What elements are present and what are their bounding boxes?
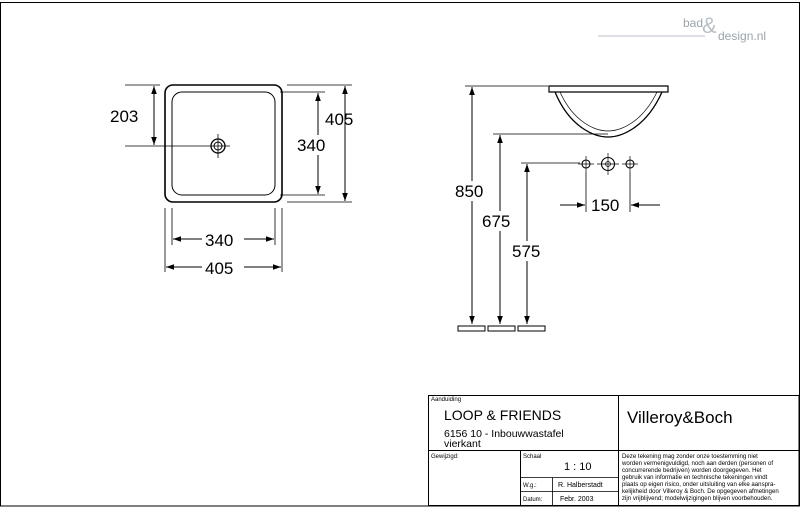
- tap-connection-left-icon: [578, 156, 594, 172]
- aanduiding-label: Aanduiding: [431, 397, 461, 403]
- title-block: Aanduiding LOOP & FRIENDS 6156 10 - Inbo…: [428, 395, 800, 506]
- tap-connection-right-icon: [622, 156, 638, 172]
- drain-icon: [206, 134, 230, 158]
- watermark-logo: bad & design.nl: [598, 13, 766, 43]
- disclaimer-text: Deze tekening mag zonder onze toestemmin…: [621, 453, 779, 502]
- product-variant: vierkant: [444, 438, 481, 450]
- dim-label-675: 675: [482, 212, 510, 231]
- gewijzigd-label: Gewijzigd:: [431, 454, 459, 460]
- author-name: R. Halberstadt: [558, 482, 603, 489]
- dim-label-575: 575: [512, 242, 540, 261]
- dim-label-850: 850: [455, 182, 483, 201]
- dim-label-340-vertical: 340: [297, 136, 325, 155]
- floor-plate-middle: [487, 325, 516, 332]
- datum-label: Datum:: [523, 497, 543, 503]
- wg-label: W.g.:: [523, 483, 537, 489]
- floor-plate-left: [457, 325, 486, 332]
- disclaimer-line: zijn vrijblijvend; modelwijzigingen blij…: [622, 495, 773, 502]
- dim-label-203: 203: [110, 107, 138, 126]
- disclaimer-line: Deze tekening mag zonder onze toestemmin…: [622, 453, 758, 460]
- basin-outer-outline: [164, 84, 283, 203]
- basin-side-profile: [548, 85, 669, 138]
- basin-inner-outline: [171, 91, 276, 196]
- brand-name: Villeroy&Boch: [627, 408, 733, 427]
- watermark-ampersand: &: [702, 13, 717, 38]
- disclaimer-line: plaats op eigen risico, onder uitsluitin…: [622, 481, 775, 488]
- drawing-date: Febr. 2003: [560, 496, 594, 503]
- dim-label-405-horizontal: 405: [205, 259, 233, 278]
- top-view: 203 340 405 340 405: [110, 84, 353, 278]
- schaal-label: Schaal: [523, 454, 541, 460]
- watermark-part1: bad: [683, 16, 703, 30]
- tap-connection-center-icon: [597, 153, 619, 175]
- watermark-part2: design.nl: [718, 29, 766, 43]
- product-code-line: 6156 10 - Inbouwwastafel: [444, 428, 564, 440]
- floor-plate-right: [517, 325, 546, 332]
- disclaimer-line: kelijkheid door Villeroy & Boch. De opge…: [622, 488, 779, 495]
- dim-label-405-vertical: 405: [325, 110, 353, 129]
- scale-value: 1 : 10: [564, 461, 592, 473]
- side-view: 850 675 575: [454, 85, 669, 332]
- product-name: LOOP & FRIENDS: [444, 407, 561, 423]
- dim-label-150: 150: [591, 196, 619, 215]
- disclaimer-line: worden vermenigvuldigd, noch aan derden …: [621, 460, 773, 467]
- disclaimer-line: gebruik van informatie en technische tek…: [622, 474, 768, 481]
- disclaimer-line: concurrerende bedrijven) worden doorgege…: [622, 467, 762, 474]
- dim-label-340-horizontal: 340: [205, 231, 233, 250]
